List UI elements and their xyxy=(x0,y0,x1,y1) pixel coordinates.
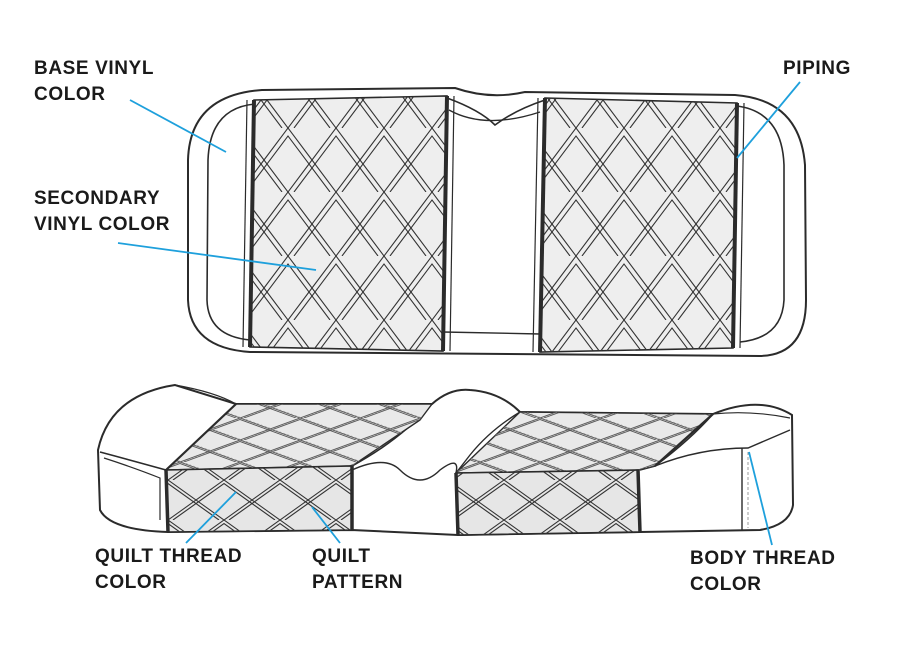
label-quilt-thread-line1: QUILT THREAD xyxy=(95,546,243,567)
label-secondary-vinyl-line2: VINYL COLOR xyxy=(34,214,171,235)
label-body-thread-line1: BODY THREAD xyxy=(690,548,836,569)
seat-cushion xyxy=(96,383,795,537)
label-quilt-pattern: QUILT PATTERN xyxy=(312,544,403,596)
leader-quilt-thread xyxy=(185,491,237,544)
label-quilt-pattern-line1: QUILT xyxy=(312,546,371,567)
label-quilt-thread-line2: COLOR xyxy=(95,572,167,593)
label-piping-line1: PIPING xyxy=(783,58,852,79)
leader-secondary-vinyl xyxy=(117,242,317,271)
label-secondary-vinyl-line1: SECONDARY xyxy=(34,188,161,209)
leader-quilt-pattern xyxy=(311,506,341,544)
backrest xyxy=(187,86,808,358)
label-body-thread-line2: COLOR xyxy=(690,574,762,595)
leader-body-thread xyxy=(748,451,773,546)
leader-piping xyxy=(736,81,801,159)
leader-lines xyxy=(117,81,801,546)
label-base-vinyl-line2: COLOR xyxy=(34,84,106,105)
leader-base-vinyl xyxy=(129,99,227,153)
label-secondary-vinyl-color: SECONDARY VINYL COLOR xyxy=(34,186,170,238)
label-piping: PIPING xyxy=(783,56,851,82)
label-quilt-pattern-line2: PATTERN xyxy=(312,572,404,593)
label-base-vinyl-color: BASE VINYL COLOR xyxy=(34,56,154,108)
label-base-vinyl-line1: BASE VINYL xyxy=(34,58,155,79)
label-quilt-thread-color: QUILT THREAD COLOR xyxy=(95,544,242,596)
label-body-thread-color: BODY THREAD COLOR xyxy=(690,546,836,598)
